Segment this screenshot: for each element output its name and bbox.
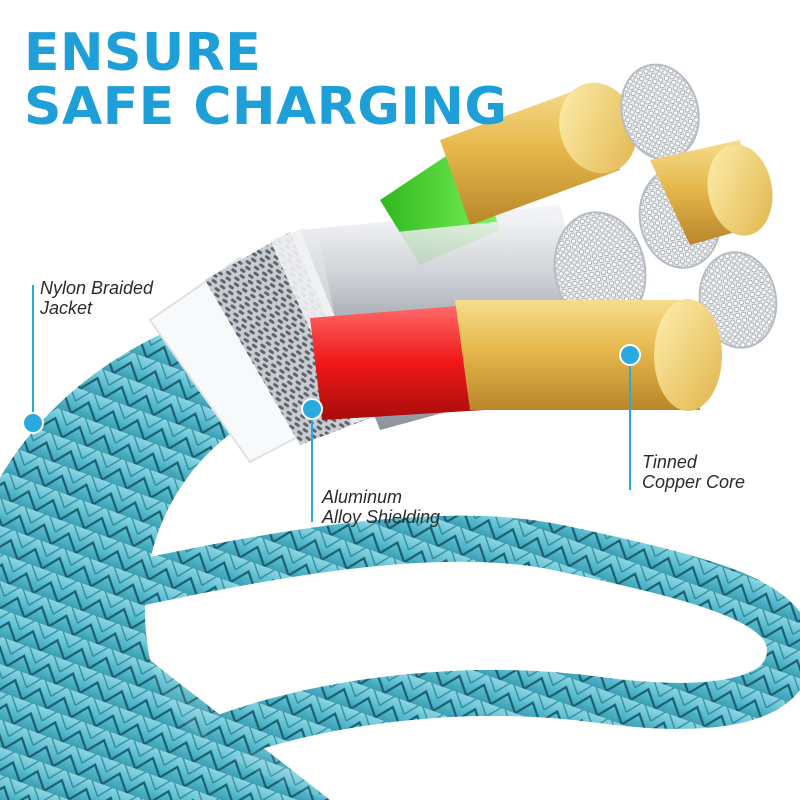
callout-nylon-braided-jacket: Nylon Braided Jacket xyxy=(40,278,153,318)
red-wire xyxy=(310,305,485,420)
callout-line: Tinned xyxy=(642,452,697,472)
callout-aluminum-alloy-shielding: Aluminum Alloy Shielding xyxy=(322,487,440,527)
pointer-jacket xyxy=(22,285,44,434)
callout-line: Jacket xyxy=(40,298,93,318)
gold-core xyxy=(455,300,700,410)
callout-line: Copper Core xyxy=(642,472,746,492)
callout-line: Nylon Braided xyxy=(40,278,154,298)
pointer-core xyxy=(619,344,641,490)
pointer-shielding xyxy=(301,398,323,522)
headline-line-1: ENSURE xyxy=(24,23,262,83)
cable-loop xyxy=(37,515,800,758)
callout-line: Aluminum xyxy=(322,487,403,507)
callout-tinned-copper-core: Tinned Copper Core xyxy=(642,452,745,492)
headline-line-2: SAFE CHARGING xyxy=(24,77,508,137)
callout-line: Alloy Shielding xyxy=(322,507,441,527)
headline: ENSURE SAFE CHARGING xyxy=(24,26,508,134)
